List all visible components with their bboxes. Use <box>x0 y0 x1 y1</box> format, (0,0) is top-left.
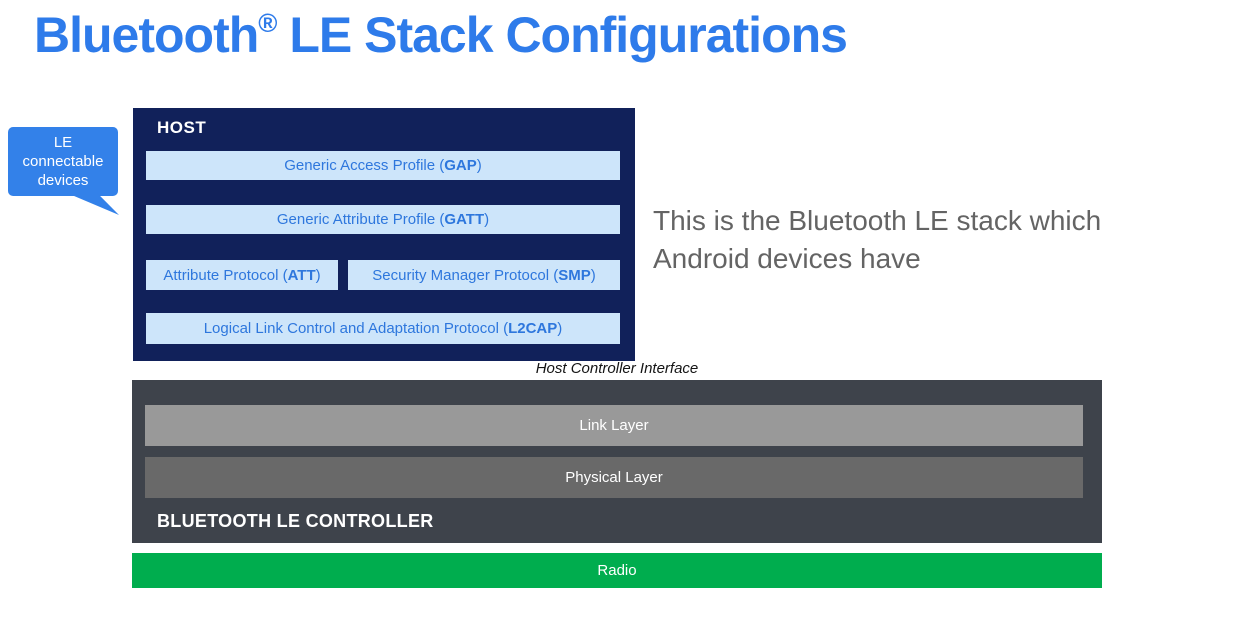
layer-l2cap: Logical Link Control and Adaptation Prot… <box>146 313 620 344</box>
att-text: Attribute Protocol ( <box>163 266 288 284</box>
host-label: HOST <box>157 118 207 137</box>
callout-text: LE connectable devices <box>22 134 104 189</box>
le-connectable-devices-callout: LE connectable devices <box>8 127 119 215</box>
l2cap-text: Logical Link Control and Adaptation Prot… <box>203 320 509 337</box>
annotation-line1: This is the Bluetooth LE stack which <box>653 205 1102 236</box>
l2cap-acronym: L2CAP <box>508 320 558 337</box>
host-stack-box: HOST Generic Access Profile (GAP) Generi… <box>133 108 635 361</box>
callout-tail-pointer <box>67 193 119 215</box>
gatt-close: ) <box>484 211 490 228</box>
gatt-acronym: GATT <box>444 211 485 228</box>
link-layer-bar: Link Layer <box>145 405 1083 446</box>
physical-layer-bar: Physical Layer <box>145 457 1083 498</box>
host-controller-interface-label: Host Controller Interface <box>535 360 699 377</box>
page-title: Bluetooth® LE Stack Configurations <box>34 6 848 64</box>
annotation-line2: Android devices have <box>653 243 921 274</box>
att-close: ) <box>315 266 321 284</box>
gap-text: Generic Access Profile ( <box>284 157 445 174</box>
layer-smp: Security Manager Protocol (SMP) <box>348 260 620 290</box>
radio-bar: Radio <box>132 553 1102 588</box>
smp-text: Security Manager Protocol ( <box>372 266 559 284</box>
l2cap-close: ) <box>557 320 563 337</box>
layer-att: Attribute Protocol (ATT) <box>146 260 338 290</box>
android-stack-annotation: This is the Bluetooth LE stack which And… <box>653 202 1101 278</box>
gap-acronym: GAP <box>444 157 477 174</box>
layer-gatt: Generic Attribute Profile (GATT) <box>146 205 620 234</box>
registered-trademark-symbol: ® <box>258 8 277 38</box>
gap-close: ) <box>476 157 482 174</box>
att-acronym: ATT <box>287 266 316 284</box>
gatt-text: Generic Attribute Profile ( <box>276 211 445 228</box>
smp-close: ) <box>590 266 596 284</box>
smp-acronym: SMP <box>558 266 591 284</box>
bluetooth-le-controller-box: Link Layer Physical Layer BLUETOOTH LE C… <box>132 380 1102 543</box>
controller-label: BLUETOOTH LE CONTROLLER <box>157 511 434 531</box>
title-pre: Bluetooth <box>34 7 259 63</box>
layer-gap: Generic Access Profile (GAP) <box>146 151 620 180</box>
title-post: LE Stack Configurations <box>276 7 848 63</box>
